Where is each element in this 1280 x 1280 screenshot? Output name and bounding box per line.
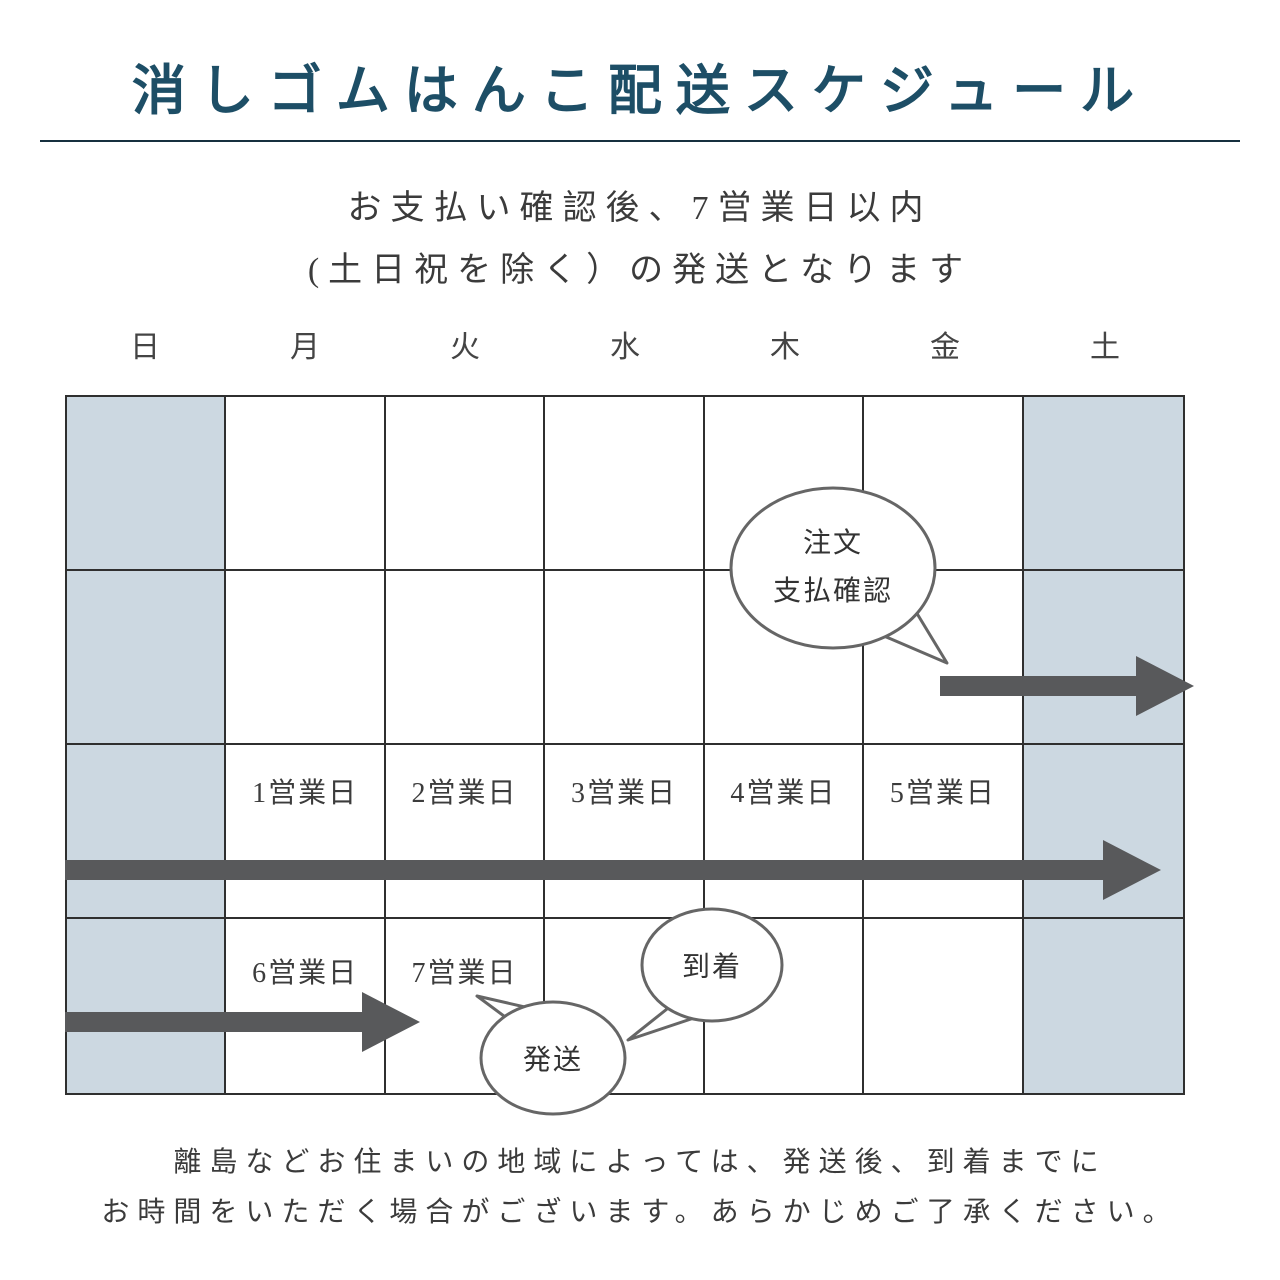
arrow-week2-body (65, 860, 1103, 880)
calendar-cell (704, 571, 865, 745)
day-header-sun: 日 (130, 331, 160, 364)
arrow-week2-head (1103, 840, 1161, 900)
business-day-2: 2営業日 (385, 745, 546, 919)
calendar-cell (864, 397, 1024, 571)
arrow-week1-head (1136, 656, 1194, 716)
day-header-mon: 月 (290, 331, 320, 364)
calendar-cell (385, 397, 546, 571)
subtitle-line1: お支払い確認後、7営業日以内 (347, 190, 933, 227)
day-header-sat: 土 (1090, 331, 1120, 364)
calendar-cell (864, 571, 1024, 745)
calendar-cell-weekend (67, 397, 227, 571)
business-day-5: 5営業日 (864, 745, 1024, 919)
business-day-4: 4営業日 (704, 745, 865, 919)
shipping-bubble-label: 発送 (522, 1045, 583, 1076)
calendar-cell-weekend (67, 571, 227, 745)
calendar-cell-weekend (67, 919, 227, 1093)
calendar-cell-weekend (67, 745, 227, 919)
calendar-cell-weekend (1023, 919, 1183, 1093)
arrow-week1-body (940, 676, 1136, 696)
arrow-week3-body (65, 1012, 362, 1032)
day-header-thu: 木 (770, 331, 800, 364)
page-title: 消しゴムはんこ配送スケジュール (131, 61, 1149, 121)
shipping-bubble-text: 発送 (483, 1002, 623, 1114)
order-bubble-line2: 支払確認 (772, 576, 893, 607)
business-day-3: 3営業日 (545, 745, 705, 919)
calendar-cell (545, 397, 705, 571)
arrival-bubble-text: 到着 (642, 909, 782, 1021)
order-bubble-text: 注文 支払確認 (733, 488, 933, 648)
title-divider (40, 140, 1240, 142)
day-header-wed: 水 (610, 331, 640, 364)
arrow-week3-head (362, 992, 420, 1052)
calendar-cell (705, 919, 865, 1093)
calendar-cell-weekend (1023, 397, 1183, 571)
order-bubble-line1: 注文 (802, 528, 863, 560)
arrival-bubble-label: 到着 (681, 952, 742, 983)
calendar-cell (545, 571, 705, 745)
day-header-tue: 火 (450, 331, 480, 364)
day-header-row: 日 月 火 水 木 金 土 (65, 322, 1185, 366)
calendar-cell (226, 571, 386, 745)
footer-note-line1: 離島などお住まいの地域によっては、発送後、到着までに (173, 1147, 1107, 1178)
calendar-cell (864, 919, 1024, 1093)
day-header-fri: 金 (930, 331, 960, 364)
footer-note-line2: お時間をいただく場合がございます。あらかじめご了承ください。 (101, 1197, 1179, 1228)
calendar-grid: 1営業日 2営業日 3営業日 4営業日 5営業日 6営業日 7営業日 (65, 395, 1185, 1095)
calendar-cell (226, 397, 386, 571)
calendar-cell (385, 571, 546, 745)
subtitle-line2: (土日祝を除く）の発送となります (307, 252, 973, 289)
business-day-1: 1営業日 (226, 745, 386, 919)
